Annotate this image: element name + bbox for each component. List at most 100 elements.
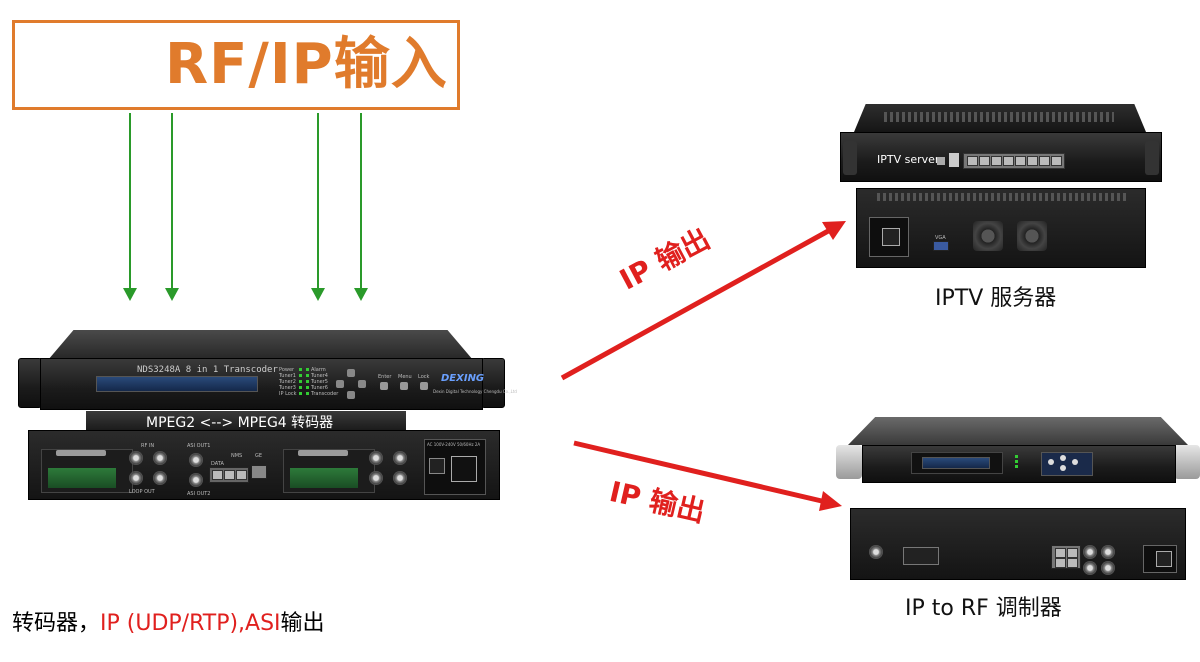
nav-pad[interactable] [336, 369, 366, 399]
rj45-port[interactable] [1055, 558, 1066, 568]
modulator-lcd [922, 457, 990, 469]
led-label: IP Lock [279, 391, 297, 397]
transcoder-model: NDS3248A 8 in 1 Transcoder [137, 365, 278, 375]
ethernet-ports[interactable] [1051, 545, 1081, 569]
rj45-port[interactable] [212, 470, 223, 480]
brand-subtitle: Dexin Digital Technology Chengdu Co.,Ltd [433, 389, 517, 394]
rj45-port[interactable] [236, 470, 247, 480]
iptv-server-caption: IPTV 服务器 [935, 286, 1057, 311]
bnc-connector[interactable] [1083, 545, 1097, 559]
ge-port[interactable] [251, 465, 267, 479]
vent-grille [877, 193, 1127, 201]
lock-label: Lock [418, 374, 430, 380]
arrow-left-button[interactable] [336, 380, 344, 388]
power-socket[interactable] [882, 228, 900, 246]
vga-label: VGA [935, 235, 946, 241]
led-label: Tuner6 [311, 385, 328, 391]
rj45-port[interactable] [224, 470, 235, 480]
bnc-connector[interactable] [393, 471, 407, 485]
rj45-port[interactable] [1067, 548, 1078, 558]
bnc-connector[interactable] [129, 471, 143, 485]
rf-in-label: RF IN [141, 443, 155, 449]
menu-label: Menu [398, 374, 412, 380]
caption-part-output: 输出 [280, 611, 325, 636]
led-label: Tuner1 [279, 373, 296, 379]
rj45-port[interactable] [967, 156, 978, 166]
led-label: Transcoder [311, 391, 339, 397]
bnc-connector[interactable] [869, 545, 883, 559]
bnc-connector[interactable] [1083, 561, 1097, 575]
console-port[interactable] [937, 157, 945, 165]
rj45-port[interactable] [979, 156, 990, 166]
iptv-lid [854, 104, 1146, 132]
modulator-front [836, 417, 1200, 485]
input-title: RF/IP输入 [165, 32, 448, 97]
ethernet-ports[interactable] [963, 153, 1065, 169]
led-label: Power [279, 367, 295, 373]
tuner-card-right [283, 449, 375, 493]
usb-port[interactable] [949, 153, 959, 167]
arrow-up-button[interactable] [1060, 455, 1066, 461]
power-socket[interactable] [451, 456, 477, 482]
fan-icon [1017, 221, 1047, 251]
power-module [1143, 545, 1177, 573]
red-arrow-top [560, 227, 832, 381]
vent-grille [884, 112, 1114, 122]
bnc-connector[interactable] [1101, 545, 1115, 559]
bnc-connector[interactable] [1101, 561, 1115, 575]
tuner-card-left [41, 449, 133, 493]
bnc-connector[interactable] [393, 451, 407, 465]
rj45-port[interactable] [1003, 156, 1014, 166]
pcb-board [290, 468, 358, 488]
brand-logo: DEXING [441, 373, 485, 384]
arrow-up-button[interactable] [347, 369, 355, 377]
arrow-down-button[interactable] [1060, 465, 1066, 471]
bnc-connector[interactable] [129, 451, 143, 465]
nms-label: NMS [231, 453, 243, 459]
lock-button[interactable] [420, 382, 428, 390]
modulator-keypad[interactable] [1041, 452, 1093, 476]
rj45-port[interactable] [1051, 156, 1062, 166]
iptv-panel: IPTV server [840, 132, 1162, 182]
transcoder-front: NDS3248A 8 in 1 Transcoder Power Tuner1 … [18, 330, 517, 410]
modulator-panel [862, 445, 1176, 483]
arrow-left-button[interactable] [1048, 459, 1054, 465]
asi-out1-connector[interactable] [189, 453, 203, 467]
arrow-down-button[interactable] [347, 391, 355, 399]
input-box [12, 20, 460, 110]
led-column-a: Power Tuner1 Tuner2 Tuner3 IP Lock [279, 367, 299, 397]
red-arrows [560, 221, 846, 511]
menu-button[interactable] [400, 382, 408, 390]
bnc-connector[interactable] [369, 451, 383, 465]
vga-port[interactable] [933, 241, 949, 251]
iptv-server-back: VGA [856, 188, 1146, 268]
transcoder-lcd [96, 376, 258, 392]
power-socket[interactable] [1156, 551, 1172, 567]
asi-out2-connector[interactable] [189, 473, 203, 487]
arrow-right-button[interactable] [1072, 459, 1078, 465]
arrow-right-button[interactable] [358, 380, 366, 388]
caption-part-ip: IP (UDP/RTP),ASI [100, 611, 281, 636]
bnc-connector[interactable] [369, 471, 383, 485]
rj45-port[interactable] [991, 156, 1002, 166]
rack-ear-left [18, 358, 42, 408]
rj45-port[interactable] [1067, 558, 1078, 568]
rj45-ports[interactable] [209, 467, 249, 483]
bnc-connector[interactable] [153, 451, 167, 465]
rj45-port[interactable] [1015, 156, 1026, 166]
rj45-port[interactable] [1039, 156, 1050, 166]
pcb-board [48, 468, 116, 488]
rj45-port[interactable] [1027, 156, 1038, 166]
enter-button[interactable] [380, 382, 388, 390]
fan-icon [973, 221, 1003, 251]
warning-label [903, 547, 939, 565]
power-switch[interactable] [429, 458, 445, 474]
transcoder-panel: NDS3248A 8 in 1 Transcoder Power Tuner1 … [40, 358, 517, 410]
modulator-caption: IP to RF 调制器 [905, 596, 1062, 621]
led-label: Tuner4 [311, 373, 328, 379]
transcoder-label: MPEG2 <--> MPEG4 转码器 [146, 415, 334, 431]
rj45-port[interactable] [1055, 548, 1066, 558]
card-handle [298, 450, 348, 456]
bnc-connector[interactable] [153, 471, 167, 485]
